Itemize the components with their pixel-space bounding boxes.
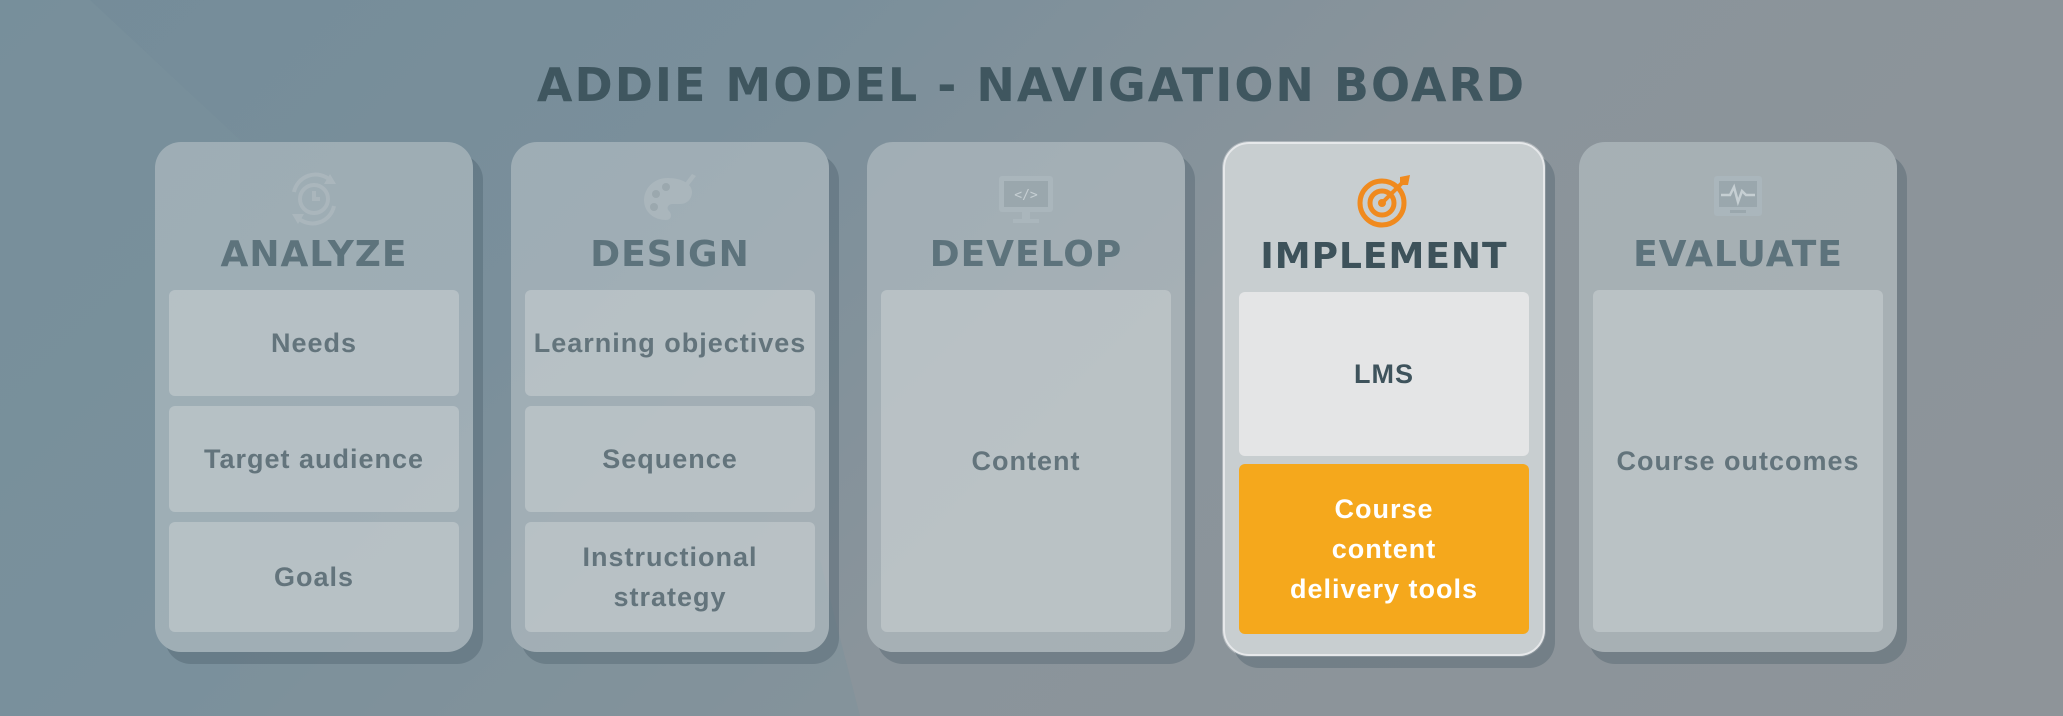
column-design[interactable]: DESIGN Learning objectives Sequence Inst… bbox=[511, 142, 829, 652]
monitor-pulse-icon bbox=[1579, 172, 1897, 226]
card-instructional-strategy[interactable]: Instructional strategy bbox=[525, 522, 815, 632]
refresh-clock-icon bbox=[155, 172, 473, 226]
card-lms[interactable]: LMS bbox=[1239, 292, 1529, 456]
palette-icon bbox=[511, 172, 829, 226]
card-needs[interactable]: Needs bbox=[169, 290, 459, 396]
column-title: ANALYZE bbox=[220, 234, 408, 275]
card-course-outcomes[interactable]: Course outcomes bbox=[1593, 290, 1883, 632]
column-implement[interactable]: IMPLEMENT LMS Course content delivery to… bbox=[1223, 142, 1545, 656]
column-analyze[interactable]: ANALYZE Needs Target audience Goals bbox=[155, 142, 473, 652]
target-icon bbox=[1225, 174, 1543, 228]
page-title: ADDIE MODEL - NAVIGATION BOARD bbox=[536, 58, 1527, 112]
card-course-content-delivery-tools[interactable]: Course content delivery tools bbox=[1239, 464, 1529, 634]
column-evaluate[interactable]: EVALUATE Course outcomes bbox=[1579, 142, 1897, 652]
column-title: EVALUATE bbox=[1633, 234, 1843, 275]
svg-text:</>: </> bbox=[1014, 188, 1038, 203]
code-monitor-icon: </> bbox=[867, 172, 1185, 226]
card-learning-objectives[interactable]: Learning objectives bbox=[525, 290, 815, 396]
card-goals[interactable]: Goals bbox=[169, 522, 459, 632]
card-sequence[interactable]: Sequence bbox=[525, 406, 815, 512]
card-target-audience[interactable]: Target audience bbox=[169, 406, 459, 512]
column-title: DEVELOP bbox=[929, 234, 1123, 275]
column-title: IMPLEMENT bbox=[1260, 236, 1508, 277]
card-content[interactable]: Content bbox=[881, 290, 1171, 632]
column-develop[interactable]: </> DEVELOP Content bbox=[867, 142, 1185, 652]
column-title: DESIGN bbox=[590, 234, 750, 275]
